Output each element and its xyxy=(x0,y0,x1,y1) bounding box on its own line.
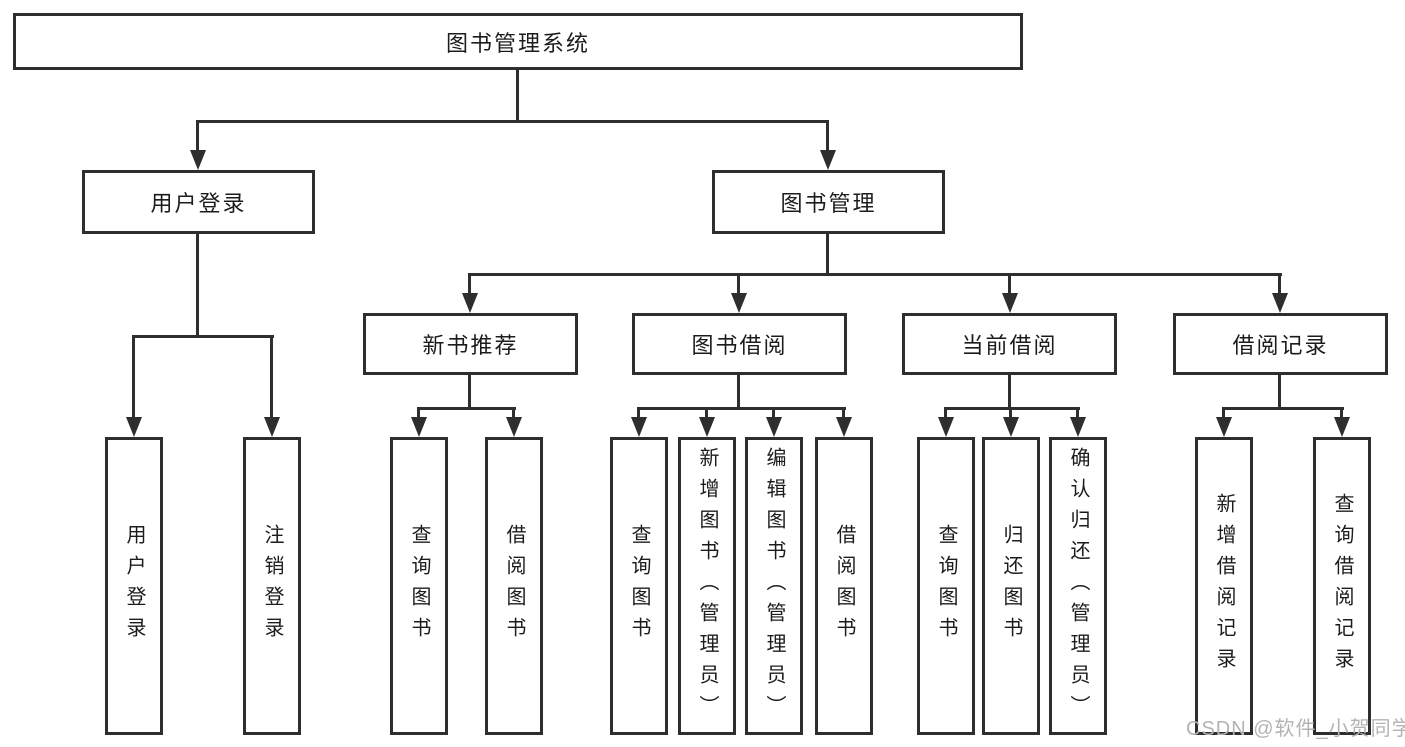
node-borrow-records-label: 借阅记录 xyxy=(1232,333,1329,358)
leaf-add-book-admin: 新增图书（管理员） xyxy=(678,437,736,735)
leaf-return-book-label: 归还图书 xyxy=(1000,524,1022,648)
node-book-management: 图书管理 xyxy=(712,170,945,234)
node-borrow-records: 借阅记录 xyxy=(1173,313,1388,375)
leaf-query-borrow-record-label: 查询借阅记录 xyxy=(1331,493,1353,679)
arrow-down-icon xyxy=(938,417,954,437)
arrow-down-icon xyxy=(1070,417,1086,437)
leaf-query-books-borrow: 查询图书 xyxy=(610,437,668,735)
leaf-return-book: 归还图书 xyxy=(982,437,1040,735)
node-book-management-label: 图书管理 xyxy=(780,191,877,216)
leaf-confirm-return-admin-label: 确认归还（管理员） xyxy=(1067,446,1089,726)
arrow-down-icon xyxy=(731,293,747,313)
node-user-login-label: 用户登录 xyxy=(150,191,247,216)
leaf-borrow-books-borrow-label: 借阅图书 xyxy=(833,524,855,648)
leaf-add-book-admin-label: 新增图书（管理员） xyxy=(696,446,718,726)
node-book-borrow-label: 图书借阅 xyxy=(691,333,788,358)
arrow-down-icon xyxy=(766,417,782,437)
leaf-logout-label: 注销登录 xyxy=(261,524,283,648)
leaf-confirm-return-admin: 确认归还（管理员） xyxy=(1049,437,1107,735)
leaf-query-books-current-label: 查询图书 xyxy=(935,524,957,648)
leaf-query-books-current: 查询图书 xyxy=(917,437,975,735)
leaf-user-login: 用户登录 xyxy=(105,437,163,735)
arrow-down-icon xyxy=(264,417,280,437)
arrow-down-icon xyxy=(1002,293,1018,313)
leaf-add-borrow-record-label: 新增借阅记录 xyxy=(1213,493,1235,679)
arrow-down-icon xyxy=(126,417,142,437)
leaf-user-login-label: 用户登录 xyxy=(123,524,145,648)
csdn-watermark: CSDN @软件_小贺同学 xyxy=(1186,718,1405,740)
leaf-edit-book-admin: 编辑图书（管理员） xyxy=(745,437,803,735)
arrow-down-icon xyxy=(190,150,206,170)
leaf-borrow-books-recommend: 借阅图书 xyxy=(485,437,543,735)
arrow-down-icon xyxy=(506,417,522,437)
node-book-borrow: 图书借阅 xyxy=(632,313,847,375)
leaf-logout: 注销登录 xyxy=(243,437,301,735)
leaf-edit-book-admin-label: 编辑图书（管理员） xyxy=(763,446,785,726)
leaf-query-books-recommend: 查询图书 xyxy=(390,437,448,735)
arrow-down-icon xyxy=(1216,417,1232,437)
node-library-system-label: 图书管理系统 xyxy=(445,30,590,56)
leaf-query-books-borrow-label: 查询图书 xyxy=(628,524,650,648)
node-user-login: 用户登录 xyxy=(82,170,315,234)
arrow-down-icon xyxy=(1272,293,1288,313)
leaf-query-books-recommend-label: 查询图书 xyxy=(408,524,430,648)
arrow-down-icon xyxy=(1334,417,1350,437)
node-current-borrow: 当前借阅 xyxy=(902,313,1117,375)
arrow-down-icon xyxy=(631,417,647,437)
arrow-down-icon xyxy=(820,150,836,170)
node-new-book-recommend-label: 新书推荐 xyxy=(422,333,519,358)
arrow-down-icon xyxy=(462,293,478,313)
node-library-system: 图书管理系统 xyxy=(13,13,1023,70)
arrow-down-icon xyxy=(699,417,715,437)
arrow-down-icon xyxy=(411,417,427,437)
leaf-borrow-books-recommend-label: 借阅图书 xyxy=(503,524,525,648)
arrow-down-icon xyxy=(1003,417,1019,437)
leaf-query-borrow-record: 查询借阅记录 xyxy=(1313,437,1371,735)
arrow-down-icon xyxy=(836,417,852,437)
node-new-book-recommend: 新书推荐 xyxy=(363,313,578,375)
leaf-add-borrow-record: 新增借阅记录 xyxy=(1195,437,1253,735)
leaf-borrow-books-borrow: 借阅图书 xyxy=(815,437,873,735)
node-current-borrow-label: 当前借阅 xyxy=(961,333,1058,358)
